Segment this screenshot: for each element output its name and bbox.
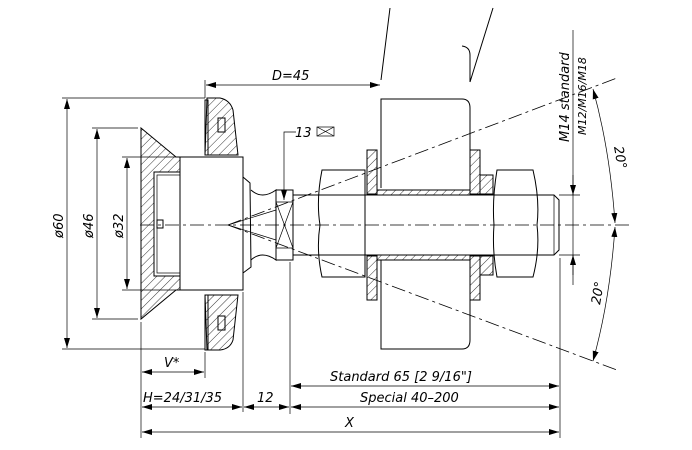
v-label: V* xyxy=(164,356,180,371)
right-nut xyxy=(492,169,539,278)
d46-label: ø46 xyxy=(82,214,97,240)
d60-label: ø60 xyxy=(52,214,67,240)
washers xyxy=(366,149,494,301)
angle-top-label: 20° xyxy=(610,145,629,170)
angle-bottom-label: 20° xyxy=(589,280,608,305)
diameter-dims xyxy=(62,97,205,350)
d45-label: D=45 xyxy=(272,69,309,84)
d32-label: ø32 xyxy=(112,214,127,240)
h-label: H=24/31/35 xyxy=(143,391,222,406)
angle-arc-top xyxy=(592,88,618,224)
angle-arc-bottom xyxy=(592,226,618,362)
wrench-label: 13 xyxy=(295,126,312,141)
wrench-square-icon xyxy=(316,126,335,137)
standard-label: Standard 65 [2 9/16"] xyxy=(330,370,472,385)
special-label: Special 40–200 xyxy=(360,391,459,406)
x-label: X xyxy=(344,416,355,431)
thread-main-label: M14 standard xyxy=(558,51,573,142)
flange-plate xyxy=(204,97,239,351)
thread-alt-label: M12/M16/M18 xyxy=(576,57,589,135)
gap-label: 12 xyxy=(257,391,274,406)
wall xyxy=(380,7,494,350)
left-nut xyxy=(317,169,366,278)
bottom-dims xyxy=(140,258,561,438)
main-body xyxy=(179,156,277,291)
